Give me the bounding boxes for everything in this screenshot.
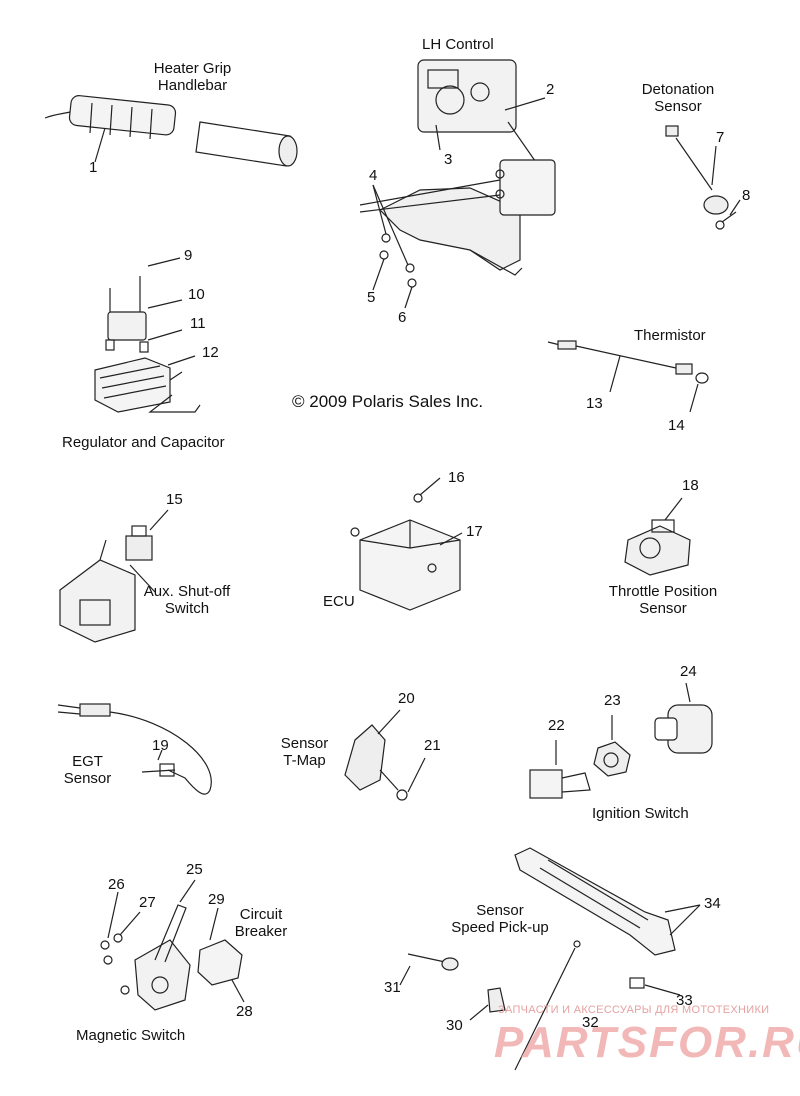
- throttle-position-part: [624, 497, 691, 576]
- callout-3: 3: [444, 151, 453, 168]
- callout-7: 7: [716, 129, 725, 146]
- ecu-label: ECU: [323, 593, 355, 610]
- callout-5: 5: [367, 289, 376, 306]
- heater-grip-label: Heater Grip Handlebar: [153, 60, 232, 94]
- callout-29: 29: [208, 891, 225, 908]
- callout-33: 33: [676, 992, 693, 1009]
- callout-6: 6: [398, 309, 407, 326]
- callout-17: 17: [466, 523, 483, 540]
- callout-26: 26: [108, 876, 125, 893]
- callout-4: 4: [369, 167, 378, 184]
- callout-32: 32: [582, 1014, 599, 1031]
- aux-shutoff-label: Aux. Shut-off Switch: [143, 583, 231, 617]
- callout-1: 1: [89, 159, 98, 176]
- aux-shutoff-part: [59, 509, 169, 643]
- callout-18: 18: [682, 477, 699, 494]
- callout-12: 12: [202, 344, 219, 361]
- callout-19: 19: [152, 737, 169, 754]
- callout-9: 9: [184, 247, 193, 264]
- speed-pickup-part: [399, 847, 701, 1071]
- magnetic-switch-label: Magnetic Switch: [76, 1027, 186, 1044]
- callout-8: 8: [742, 187, 751, 204]
- watermark-tagline: ЗАПЧАСТИ И АКСЕССУАРЫ ДЛЯ МОТОТЕХНИКИ: [498, 1004, 770, 1016]
- detonation-sensor-part: [665, 125, 741, 230]
- egt-sensor-label: EGT Sensor: [63, 753, 112, 787]
- sensor-tmap-part: [344, 709, 426, 801]
- copyright-text: © 2009 Polaris Sales Inc.: [292, 392, 484, 411]
- callout-28: 28: [236, 1003, 253, 1020]
- heater-grip-part: [44, 95, 298, 167]
- egt-sensor-part: [57, 703, 212, 795]
- callout-23: 23: [604, 692, 621, 709]
- ignition-switch-part: [529, 682, 713, 799]
- ignition-switch-label: Ignition Switch: [592, 805, 689, 822]
- callout-34: 34: [704, 895, 721, 912]
- callout-20: 20: [398, 690, 415, 707]
- callout-10: 10: [188, 286, 205, 303]
- callout-24: 24: [680, 663, 697, 680]
- callout-15: 15: [166, 491, 183, 508]
- callout-11: 11: [190, 315, 206, 332]
- thermistor-part: [547, 340, 709, 413]
- callout-31: 31: [384, 979, 401, 996]
- regulator-capacitor-label: Regulator and Capacitor: [62, 434, 225, 451]
- thermistor-label: Thermistor: [634, 327, 706, 344]
- callout-16: 16: [448, 469, 465, 486]
- callout-27: 27: [139, 894, 156, 911]
- callout-25: 25: [186, 861, 203, 878]
- callout-2: 2: [546, 81, 555, 98]
- sensor-speed-label: Sensor Speed Pick-up: [451, 902, 549, 936]
- throttle-position-label: Throttle Position Sensor: [608, 583, 718, 617]
- callout-30: 30: [446, 1017, 463, 1034]
- detonation-sensor-label: Detonation Sensor: [641, 81, 715, 115]
- lh-control-part: [359, 59, 556, 309]
- watermark-brand: PARTSFOR.RU: [494, 1018, 800, 1067]
- callout-14: 14: [668, 417, 685, 434]
- sensor-tmap-label: Sensor T-Map: [280, 735, 329, 769]
- lh-control-label: LH Control: [422, 36, 494, 53]
- callout-22: 22: [548, 717, 565, 734]
- magnetic-switch-part: [100, 879, 245, 1011]
- callout-13: 13: [586, 395, 603, 412]
- ecu-part: [350, 477, 463, 611]
- regulator-capacitor-part: [94, 257, 201, 413]
- callout-21: 21: [424, 737, 441, 754]
- circuit-breaker-label: Circuit Breaker: [234, 906, 288, 940]
